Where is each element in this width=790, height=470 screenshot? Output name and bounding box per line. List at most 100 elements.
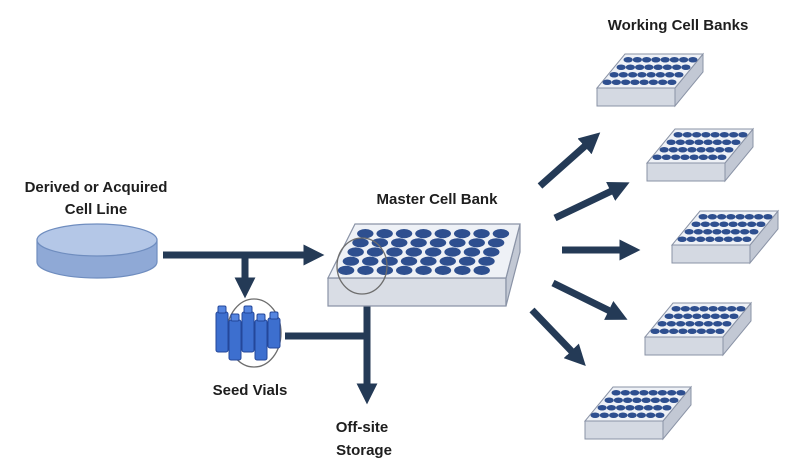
working-well xyxy=(712,228,722,235)
master-well xyxy=(487,238,505,248)
working-well xyxy=(625,64,635,71)
working-well xyxy=(708,305,718,312)
master-well xyxy=(463,247,481,257)
working-well xyxy=(715,328,725,335)
working-plate-2 xyxy=(645,127,755,183)
working-well xyxy=(657,320,667,327)
working-well xyxy=(681,64,691,71)
working-well xyxy=(659,328,669,335)
working-well xyxy=(660,56,670,63)
vial-cap xyxy=(256,313,266,322)
vial-group xyxy=(215,305,281,361)
working-well xyxy=(754,213,764,220)
master-well xyxy=(420,256,437,266)
working-well xyxy=(696,146,706,153)
source-label-line1: Derived or Acquired xyxy=(25,179,168,196)
master-wells xyxy=(337,229,510,275)
working-well xyxy=(646,71,656,78)
working-well xyxy=(646,412,656,419)
working-well xyxy=(680,154,690,161)
working-well xyxy=(669,56,679,63)
working-well xyxy=(682,131,692,138)
master-well xyxy=(371,238,389,248)
master-well xyxy=(352,238,369,248)
master-well xyxy=(444,247,461,257)
master-well xyxy=(454,265,471,275)
working-well xyxy=(727,305,737,312)
working-well xyxy=(744,213,754,220)
working-well xyxy=(735,213,745,220)
working-well xyxy=(597,404,607,411)
flow-arrows xyxy=(163,132,641,405)
working-plate-front xyxy=(646,162,726,182)
working-well xyxy=(763,213,773,220)
working-well xyxy=(659,146,669,153)
working-well xyxy=(653,404,663,411)
working-well xyxy=(742,236,752,243)
working-well xyxy=(673,131,683,138)
working-well xyxy=(657,389,667,396)
working-well xyxy=(676,389,686,396)
labels: Working Cell Banks Derived or Acquired C… xyxy=(25,17,749,459)
master-well xyxy=(347,247,364,257)
master-well xyxy=(386,247,403,257)
working-well xyxy=(630,79,640,86)
working-well xyxy=(666,139,676,146)
working-plate-top xyxy=(645,128,755,164)
vial-4 xyxy=(254,313,268,361)
vial-3 xyxy=(241,305,255,353)
vial-cap xyxy=(243,305,253,314)
working-well xyxy=(689,154,699,161)
working-well xyxy=(664,313,674,320)
working-well xyxy=(678,146,688,153)
working-well xyxy=(677,236,687,243)
master-well xyxy=(391,238,408,248)
working-well xyxy=(707,213,717,220)
working-well xyxy=(703,228,713,235)
working-well xyxy=(655,71,665,78)
working-well xyxy=(616,64,626,71)
working-well xyxy=(685,139,695,146)
working-well xyxy=(687,328,697,335)
working-well xyxy=(691,221,701,228)
working-well xyxy=(639,79,649,86)
working-well xyxy=(676,320,686,327)
working-well xyxy=(662,404,672,411)
working-well xyxy=(632,397,642,404)
master-well xyxy=(424,247,442,257)
off-site-label-line1: Off-site xyxy=(336,419,389,436)
working-well xyxy=(720,313,730,320)
working-well xyxy=(620,389,630,396)
master-sample-circle xyxy=(336,237,388,295)
working-well xyxy=(674,71,684,78)
working-well xyxy=(642,56,652,63)
working-well xyxy=(701,131,711,138)
working-well xyxy=(653,64,663,71)
working-well xyxy=(635,64,645,71)
working-well xyxy=(705,236,715,243)
master-well xyxy=(362,256,379,266)
working-plate-top xyxy=(670,210,780,246)
working-well xyxy=(671,154,681,161)
source-label-line2: Cell Line xyxy=(65,201,128,218)
working-well xyxy=(692,313,702,320)
working-well xyxy=(611,79,621,86)
working-well xyxy=(737,221,747,228)
master-well xyxy=(483,247,500,257)
working-well xyxy=(671,305,681,312)
working-well xyxy=(669,328,679,335)
seed-vials xyxy=(215,298,282,368)
vial-body xyxy=(215,311,229,353)
working-well xyxy=(705,146,715,153)
working-well xyxy=(623,397,633,404)
working-well xyxy=(714,236,724,243)
master-well xyxy=(478,256,495,266)
working-well xyxy=(678,328,688,335)
working-well xyxy=(738,131,748,138)
master-cell-bank-plate xyxy=(327,223,521,307)
working-well xyxy=(634,404,644,411)
arrow-to-working-2 xyxy=(553,181,630,222)
master-well xyxy=(415,229,432,239)
working-well xyxy=(703,320,713,327)
